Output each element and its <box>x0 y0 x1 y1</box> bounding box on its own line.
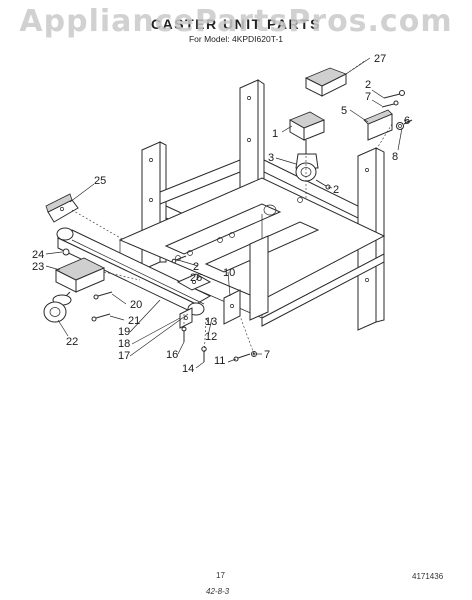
part-21-screw <box>91 313 111 322</box>
callout-8: 8 <box>392 151 398 163</box>
part-1-caster-bracket <box>289 111 325 141</box>
part-22-caster-wheel <box>43 291 72 323</box>
callout-7-bottom: 7 <box>264 349 270 361</box>
callout-21: 21 <box>128 315 140 327</box>
assembly-lead-lines <box>71 59 393 361</box>
callout-3: 3 <box>268 152 274 164</box>
callout-2-top: 2 <box>365 79 371 91</box>
date-code: 42-8-3 <box>206 587 230 596</box>
callout-10: 10 <box>223 267 235 279</box>
part-5-bracket <box>363 109 413 141</box>
callout-20: 20 <box>130 299 142 311</box>
callout-2-caster: 2 <box>333 184 339 196</box>
callout-16: 16 <box>166 349 178 361</box>
page-number: 17 <box>216 571 225 580</box>
callout-labels: 27 2 7 5 1 3 2 6 8 25 24 23 2 26 10 20 2… <box>32 53 410 375</box>
callout-11: 11 <box>214 355 225 367</box>
callout-leaders <box>45 57 411 369</box>
callout-7-top: 7 <box>365 91 371 103</box>
part-20-screw <box>93 291 113 300</box>
document-part-number: 4171436 <box>412 572 444 581</box>
part-2-screws-frame <box>171 255 187 264</box>
part-25-bracket <box>45 193 79 223</box>
callout-22: 22 <box>66 336 78 348</box>
diagram-title: CASTER UNIT PARTS <box>151 16 321 32</box>
callout-1: 1 <box>272 128 278 140</box>
callout-12: 12 <box>205 331 217 343</box>
callout-26: 26 <box>190 272 202 284</box>
part-27-bracket <box>305 67 347 97</box>
callout-27: 27 <box>374 53 386 65</box>
callout-6: 6 <box>404 115 410 127</box>
callout-2-bar: 2 <box>193 261 199 273</box>
callout-25: 25 <box>94 175 106 187</box>
callout-24: 24 <box>32 249 44 261</box>
model-subtitle: For Model: 4KPDI620T-1 <box>188 34 283 44</box>
part-26-bracket <box>176 273 212 291</box>
callout-17: 17 <box>118 350 130 362</box>
part-23-caster-mount <box>55 248 105 293</box>
front-bumper-bar <box>56 227 212 316</box>
screw-set-top-right <box>381 90 405 108</box>
callout-5: 5 <box>341 105 347 117</box>
caster-frame <box>118 79 386 331</box>
callout-13: 13 <box>205 316 217 328</box>
part-18-clip <box>179 307 193 329</box>
callout-18: 18 <box>118 338 130 350</box>
part-10-plate <box>223 289 241 325</box>
callout-19: 19 <box>118 326 130 338</box>
callout-23: 23 <box>32 261 44 273</box>
callout-14: 14 <box>182 363 194 375</box>
part-11-7-screw-nut <box>233 351 257 362</box>
